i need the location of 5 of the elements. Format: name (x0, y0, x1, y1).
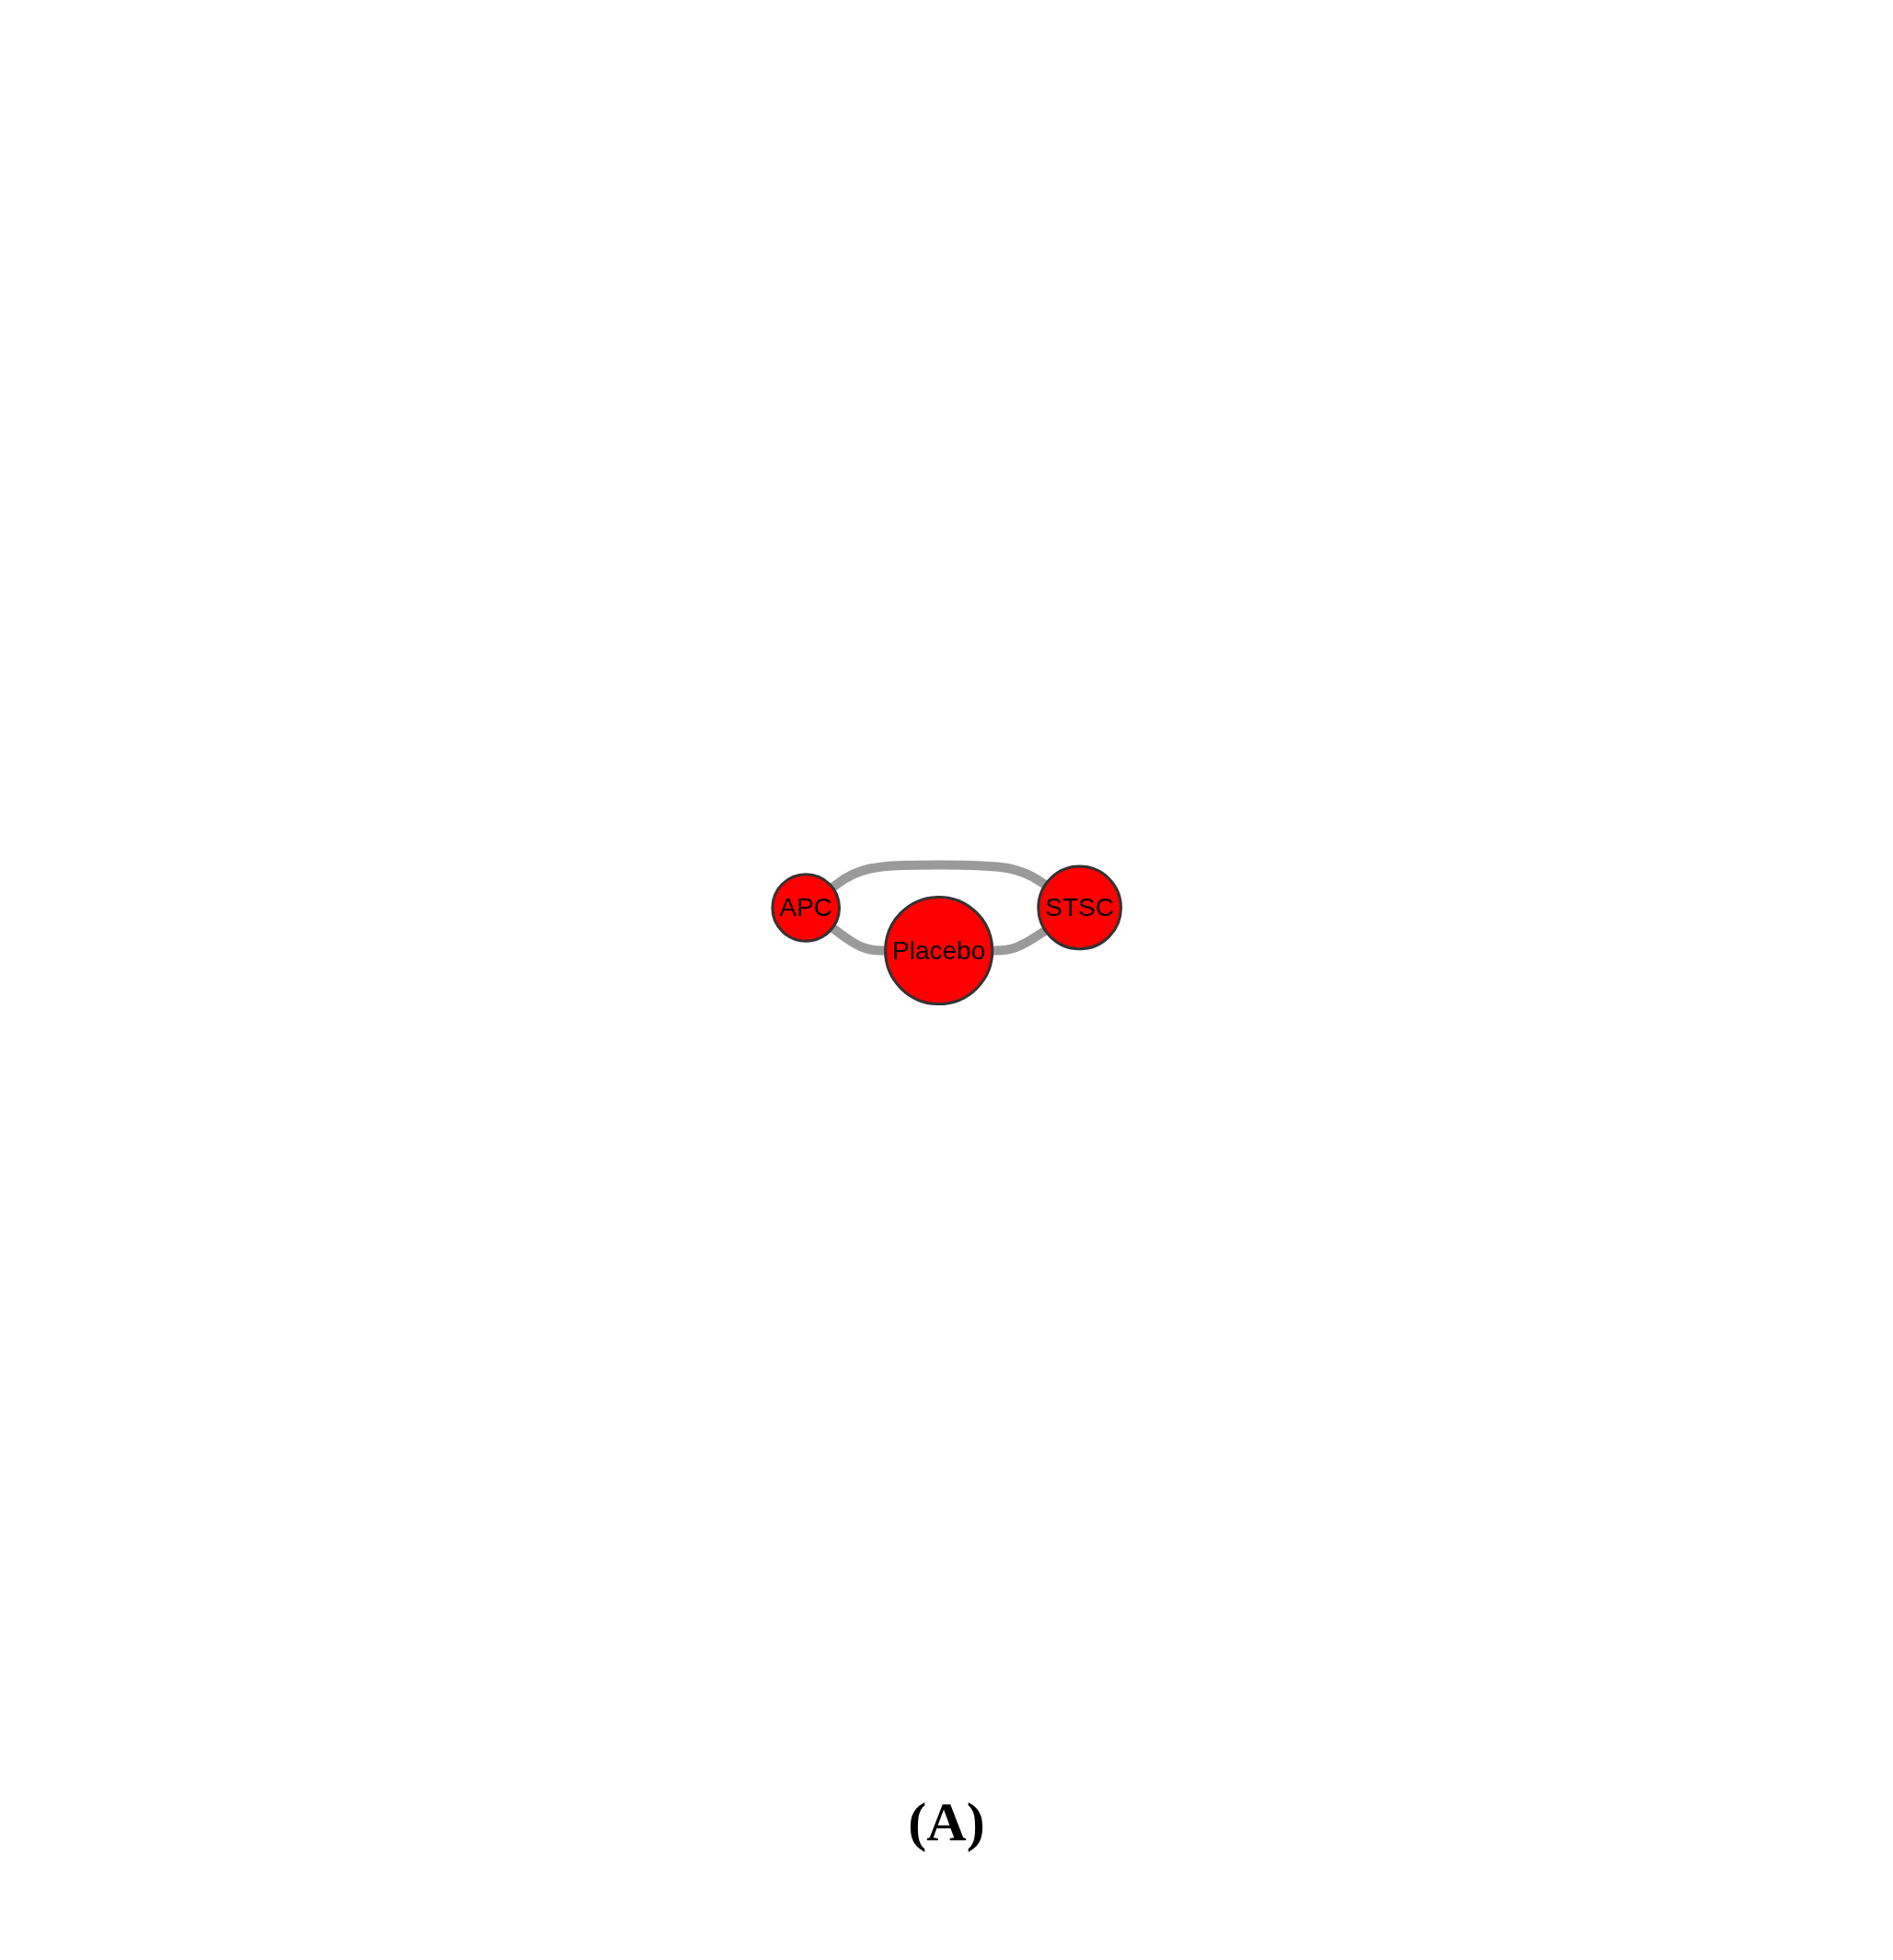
connector (829, 860, 1048, 891)
caption: (A) (908, 1791, 985, 1854)
node-circle: Placebo (883, 895, 994, 1006)
node-circle: APC (771, 873, 841, 943)
node-circle: STSC (1037, 864, 1122, 951)
